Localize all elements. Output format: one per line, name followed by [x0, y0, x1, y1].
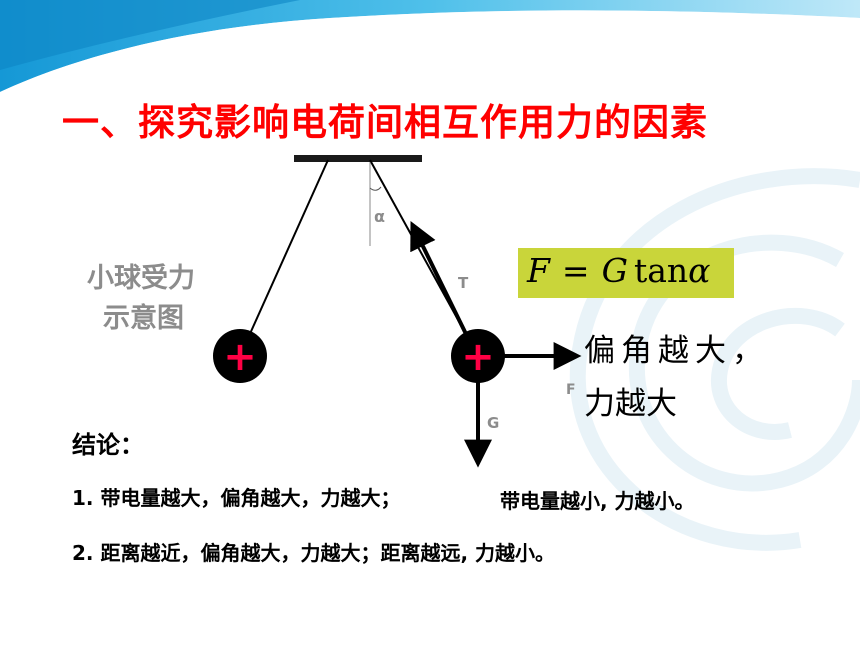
angle-label: α [374, 207, 385, 226]
gravity-label: G [487, 414, 499, 432]
electric-force-label: F [566, 382, 576, 398]
formula-tan: tan [633, 251, 689, 290]
support-bar [294, 155, 422, 162]
conclusion-heading: 结论： [72, 431, 144, 459]
tension-arrow [410, 220, 468, 335]
tension-label: T [458, 274, 469, 292]
slide-title: 一、探究影响电荷间相互作用力的因素 [62, 101, 708, 144]
formula-highlight-box [518, 248, 734, 298]
angle-arc [369, 186, 382, 191]
conclusion-item-2: 2. 距离越近，偏角越大，力越大；距离越远, 力越小。 [72, 541, 556, 565]
formula-angle: α [688, 251, 711, 290]
conclusion-item-1-part-a: 1. 带电量越大，偏角越大，力越大； [72, 486, 401, 510]
note-line-2: 力越大 [584, 386, 677, 422]
formula-gravity: G [601, 251, 628, 290]
diagram-caption-line-2: 示意图 [103, 303, 184, 334]
conclusion-item-1-part-b: 带电量越小, 力越小。 [500, 489, 695, 513]
top-banner-decoration [0, 0, 860, 100]
formula-force: F [527, 251, 550, 290]
left-string [239, 159, 329, 357]
diagram-caption-line-1: 小球受力 [87, 263, 195, 294]
formula-equals: = [561, 251, 590, 290]
note-line-1: 偏角越大， [584, 333, 769, 369]
ball-right-plus-sign: + [461, 334, 495, 380]
charged-ball-left [213, 329, 267, 383]
ball-left-plus-sign: + [223, 334, 257, 380]
charged-ball-right [451, 329, 505, 383]
